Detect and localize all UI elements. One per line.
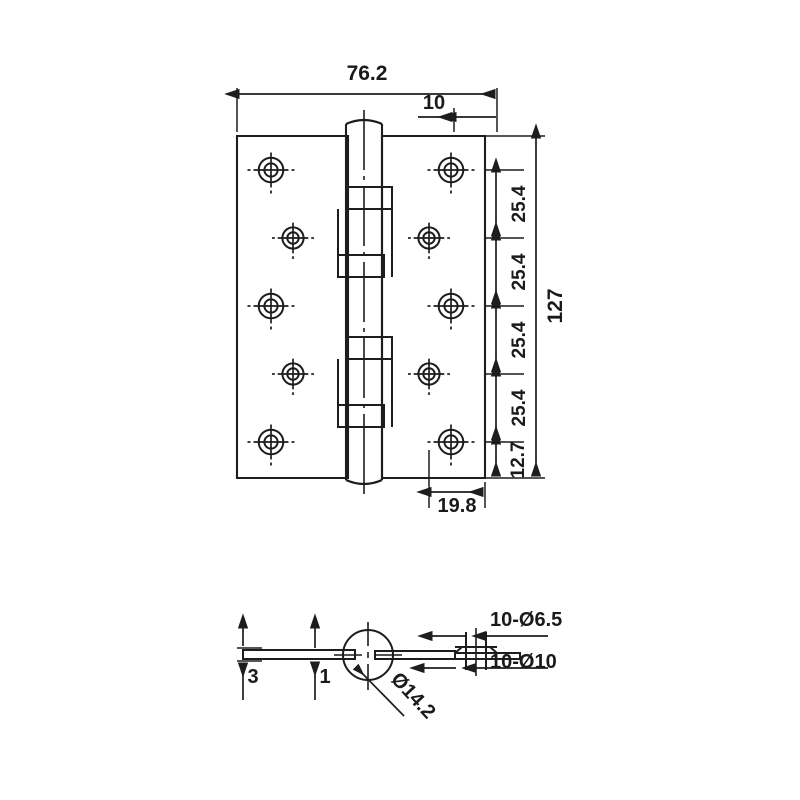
dimension-value-pitch-4: 25.4 [509, 389, 530, 426]
front-elevation-view: 76.2 10 25.4 25. [224, 62, 567, 517]
dimension-value-pitch-2: 25.4 [509, 253, 530, 290]
dimension-value-pitch-3: 25.4 [509, 321, 530, 358]
dimension-value-width: 76.2 [347, 62, 388, 85]
dimension-value-pitch-1: 25.4 [509, 185, 530, 222]
leader-counterbore: 10-Ø6.5 [417, 609, 562, 642]
callout-through-hole: 10-Ø10 [490, 651, 557, 673]
dimension-overall-width: 76.2 [224, 62, 498, 132]
dimension-overall-height: 127 [530, 123, 567, 477]
dimension-value-end-margin: 12.7 [508, 442, 529, 479]
callout-gap: 1 [319, 666, 330, 688]
left-leaf-section [242, 649, 356, 660]
callout-thickness: 3 [247, 666, 258, 688]
dimension-hole-gauge: 19.8 [416, 450, 486, 517]
dimension-value-height: 127 [544, 288, 567, 323]
knuckle-barrel [337, 110, 393, 494]
dimension-hole-pitch-chain: 25.4 25.4 25.4 25.4 12.7 [485, 135, 545, 479]
dimension-leaf-thickness: 3 [237, 613, 262, 700]
left-leaf [235, 134, 350, 480]
dimension-knuckle-gap: 1 [309, 613, 331, 700]
leader-through-hole: 10-Ø10 [409, 651, 557, 674]
right-leaf-section [374, 650, 521, 660]
dimension-value-gauge: 19.8 [438, 495, 477, 517]
callout-counterbore: 10-Ø6.5 [490, 609, 562, 631]
knuckle-joints [337, 186, 393, 428]
dimension-value-knuckle: 10 [423, 92, 445, 114]
dimension-knuckle-offset: 10 [418, 92, 496, 132]
